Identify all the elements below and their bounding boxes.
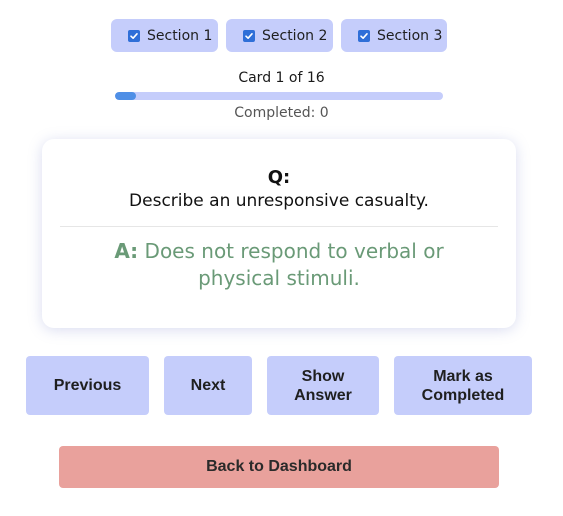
question-label: Q: — [267, 167, 291, 188]
section-3-label: Section 3 — [377, 27, 443, 44]
card-counter: Card 1 of 16 — [238, 70, 325, 86]
section-1-toggle[interactable]: Section 1 — [111, 19, 218, 52]
section-3-toggle[interactable]: Section 3 — [341, 19, 447, 52]
next-button[interactable]: Next — [164, 356, 252, 415]
back-to-dashboard-button[interactable]: Back to Dashboard — [59, 446, 499, 488]
answer-text: Does not respond to verbal or physical s… — [144, 239, 444, 290]
answer: A: Does not respond to verbal or physica… — [72, 238, 486, 292]
previous-button[interactable]: Previous — [26, 356, 149, 415]
mark-completed-button[interactable]: Mark as Completed — [394, 356, 532, 415]
checkbox-checked-icon[interactable] — [128, 29, 140, 42]
card-divider — [60, 226, 498, 227]
completed-count: Completed: 0 — [234, 105, 329, 121]
progress-bar-fill — [115, 92, 136, 100]
section-1-label: Section 1 — [147, 27, 213, 44]
checkbox-checked-icon[interactable] — [243, 29, 255, 42]
progress-bar — [115, 92, 443, 100]
flashcard: Q: Describe an unresponsive casualty. A:… — [42, 139, 516, 328]
section-2-label: Section 2 — [262, 27, 328, 44]
checkbox-checked-icon[interactable] — [358, 29, 370, 42]
answer-label: A: — [114, 239, 139, 263]
section-2-toggle[interactable]: Section 2 — [226, 19, 333, 52]
question-text: Describe an unresponsive casualty. — [129, 191, 429, 211]
show-answer-button[interactable]: Show Answer — [267, 356, 379, 415]
